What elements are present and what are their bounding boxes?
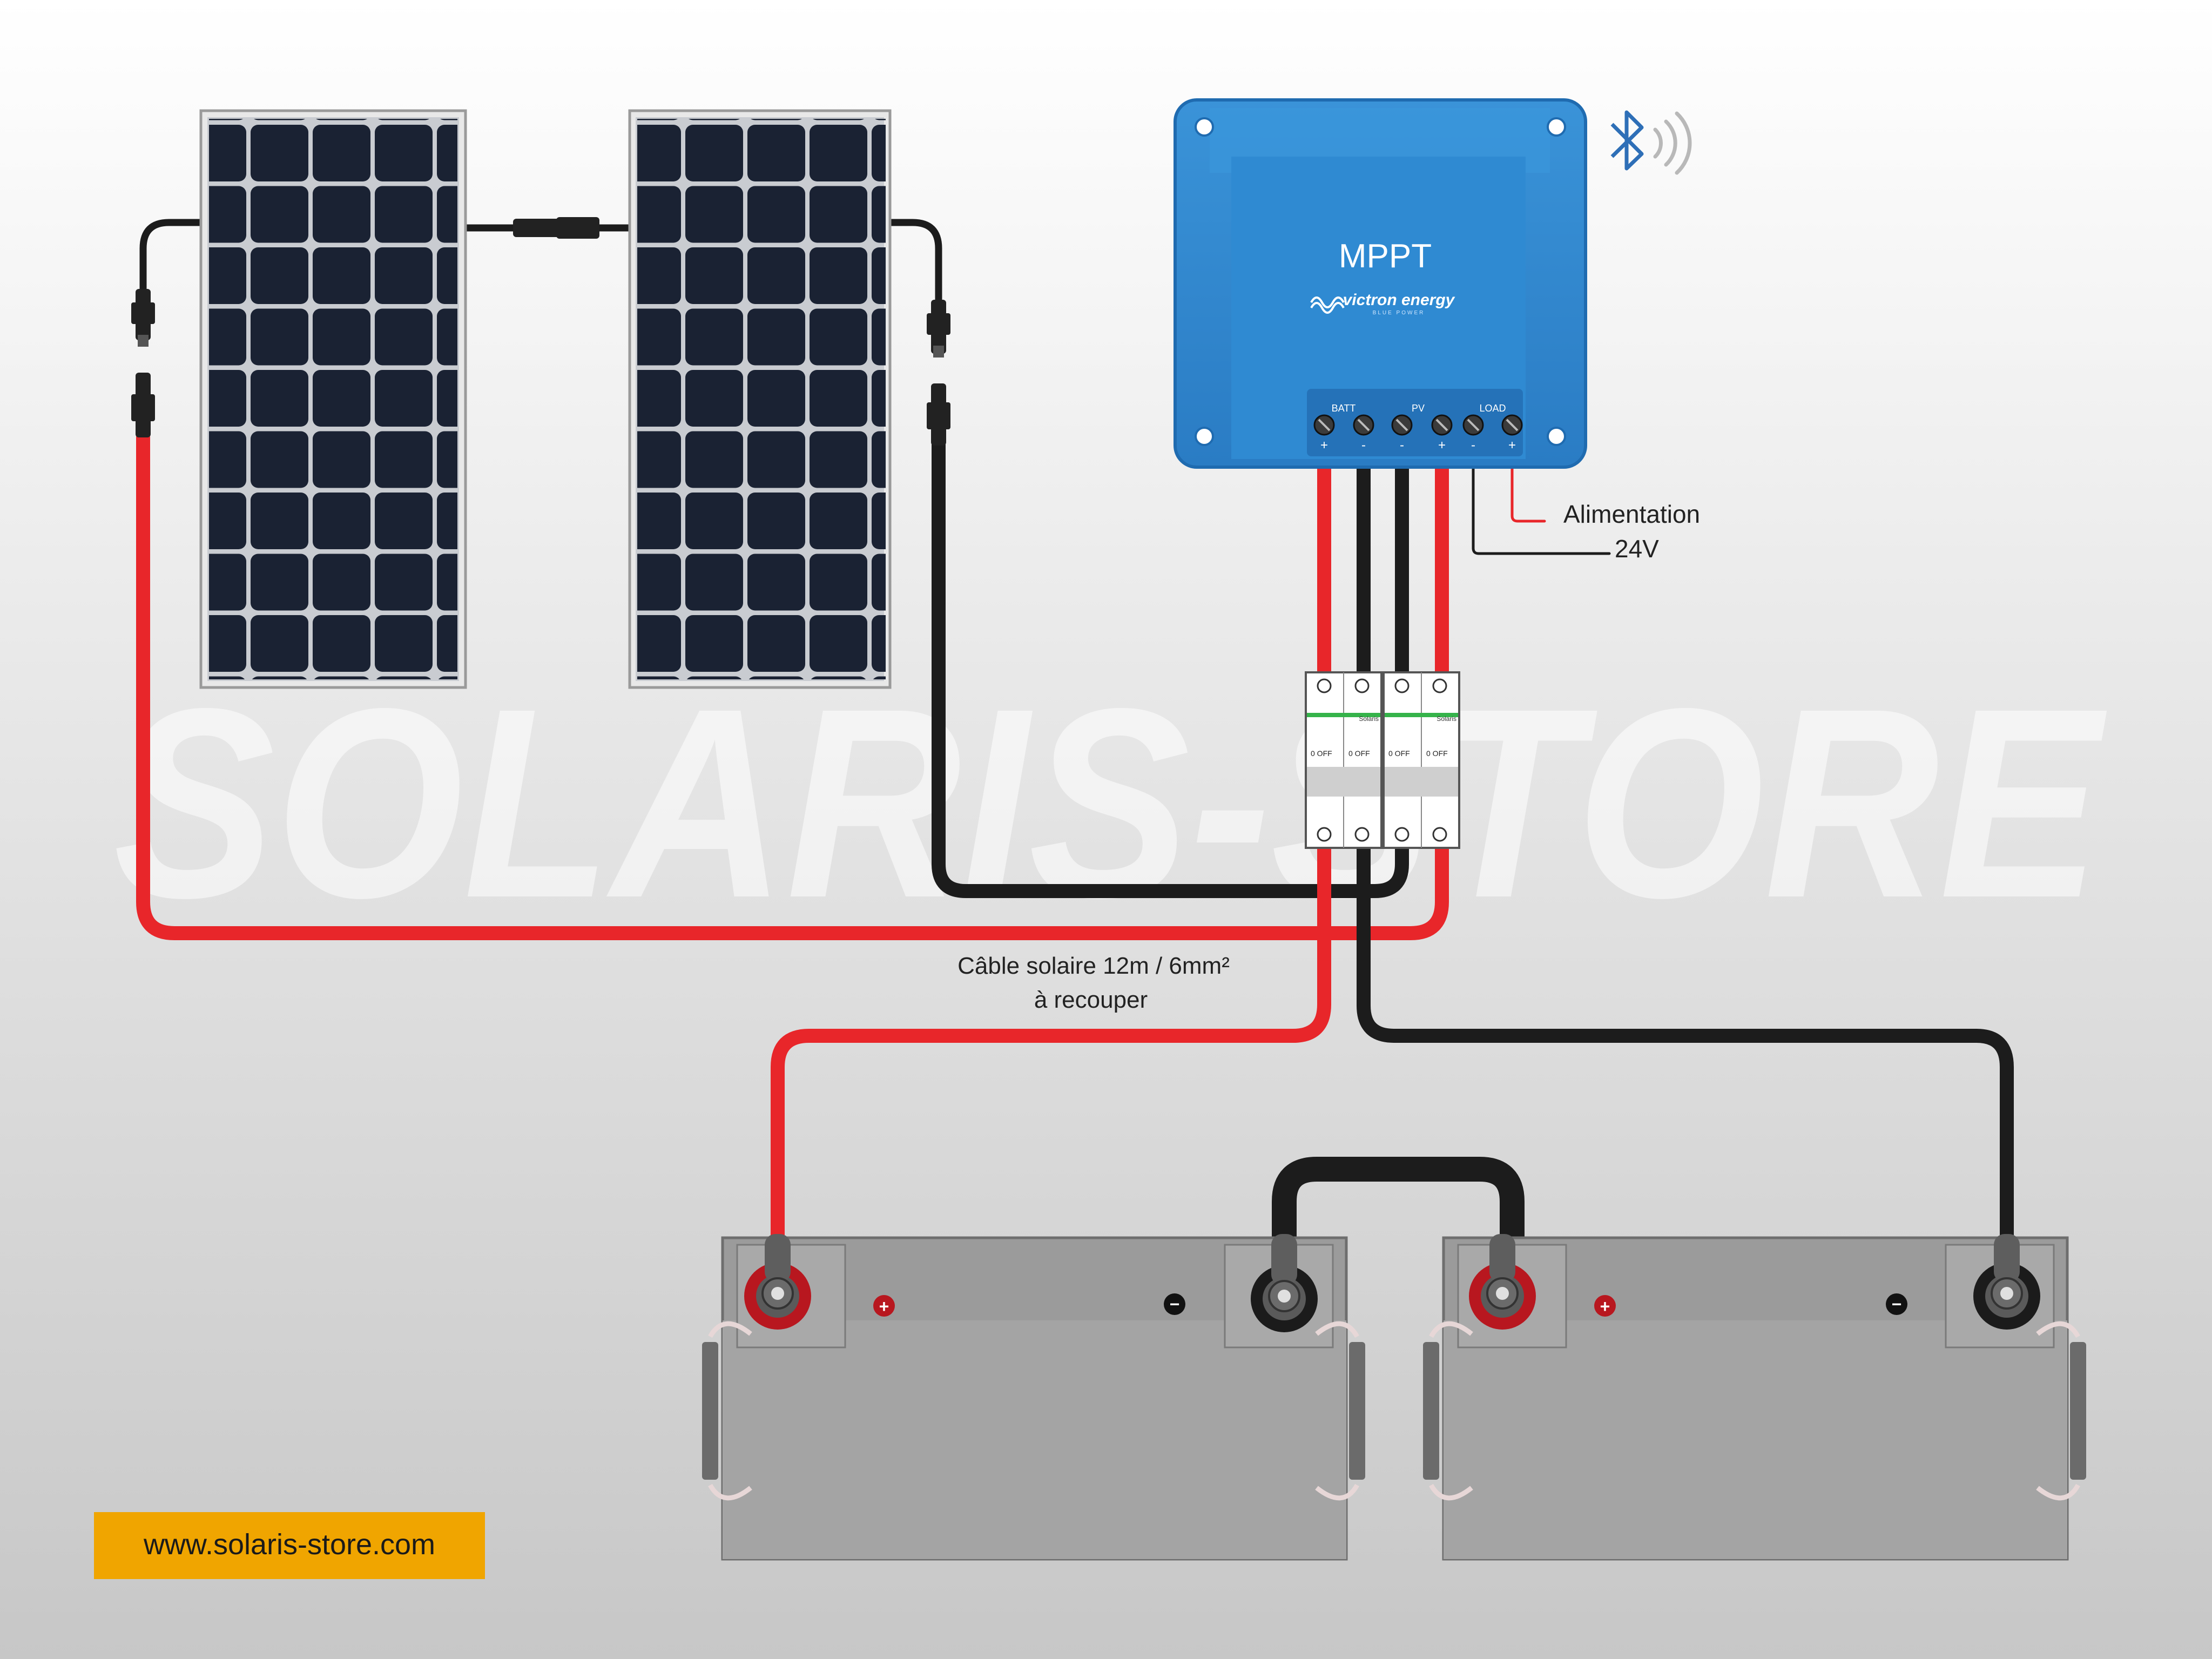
watermark-text: SOLARIS-STORE	[113, 652, 2109, 954]
terminal-label-batt: BATT	[1332, 403, 1356, 414]
website-link[interactable]: www.solaris-store.com	[143, 1528, 435, 1561]
breaker-1-off-label-b: 0 OFF	[1348, 749, 1370, 758]
polarity-load-plus: +	[1508, 438, 1516, 453]
circuit-breaker-2: 0 OFF 0 OFF Solaris	[1382, 671, 1460, 849]
polarity-batt-plus: +	[1320, 438, 1328, 453]
power-label-line1: Alimentation	[1563, 500, 1700, 528]
cable-label-line2: à recouper	[1034, 987, 1148, 1013]
battery-1-plus-sign: +	[879, 1297, 889, 1316]
cable-label-line1: Câble solaire 12m / 6mm²	[957, 953, 1230, 979]
breaker-1-brand: Solaris	[1359, 715, 1379, 723]
red-battery-wire	[771, 457, 1331, 1255]
bluetooth-icon	[1610, 110, 1644, 171]
power-label-line2: 24V	[1615, 535, 1659, 563]
terminal-label-load: LOAD	[1479, 403, 1506, 414]
breaker-1-off-label-a: 0 OFF	[1311, 749, 1332, 758]
battery-2-plus-sign: +	[1600, 1297, 1610, 1316]
circuit-breaker-1: 0 OFF 0 OFF Solaris	[1305, 671, 1382, 849]
mppt-controller: MPPT victron energy BLUE POWER BATT PV L…	[1174, 98, 1587, 469]
black-battery-wire	[1357, 457, 2014, 1255]
solar-panel-1	[199, 109, 467, 689]
mc4-connectors	[131, 217, 950, 446]
battery-2: + −	[1423, 1236, 2086, 1561]
victron-tagline: BLUE POWER	[1373, 310, 1425, 316]
black-pv-wire	[932, 436, 1409, 898]
battery-2-minus-sign: −	[1892, 1294, 1902, 1314]
wifi-signal-icon	[1653, 111, 1692, 175]
polarity-pv-plus: +	[1438, 438, 1446, 453]
breaker-2-off-label-b: 0 OFF	[1426, 749, 1448, 758]
polarity-batt-minus: -	[1361, 438, 1366, 453]
red-pv-wire	[136, 430, 1449, 940]
battery-1: + −	[702, 1236, 1365, 1561]
cable-lugs	[761, 1234, 2023, 1312]
terminal-label-pv: PV	[1412, 403, 1425, 414]
breaker-2-brand: Solaris	[1437, 715, 1456, 723]
website-badge[interactable]: www.solaris-store.com	[94, 1512, 485, 1579]
polarity-load-minus: -	[1471, 438, 1475, 453]
polarity-pv-minus: -	[1400, 438, 1404, 453]
breaker-2-off-label-a: 0 OFF	[1388, 749, 1410, 758]
battery-1-minus-sign: −	[1170, 1294, 1180, 1314]
wires	[136, 219, 2014, 1271]
solar-panel-2	[628, 109, 892, 689]
victron-brand: victron energy	[1343, 291, 1455, 309]
battery-jumper-cable	[1272, 1157, 1525, 1271]
victron-logo-icon	[1310, 296, 1345, 314]
mppt-title: MPPT	[1339, 238, 1432, 275]
